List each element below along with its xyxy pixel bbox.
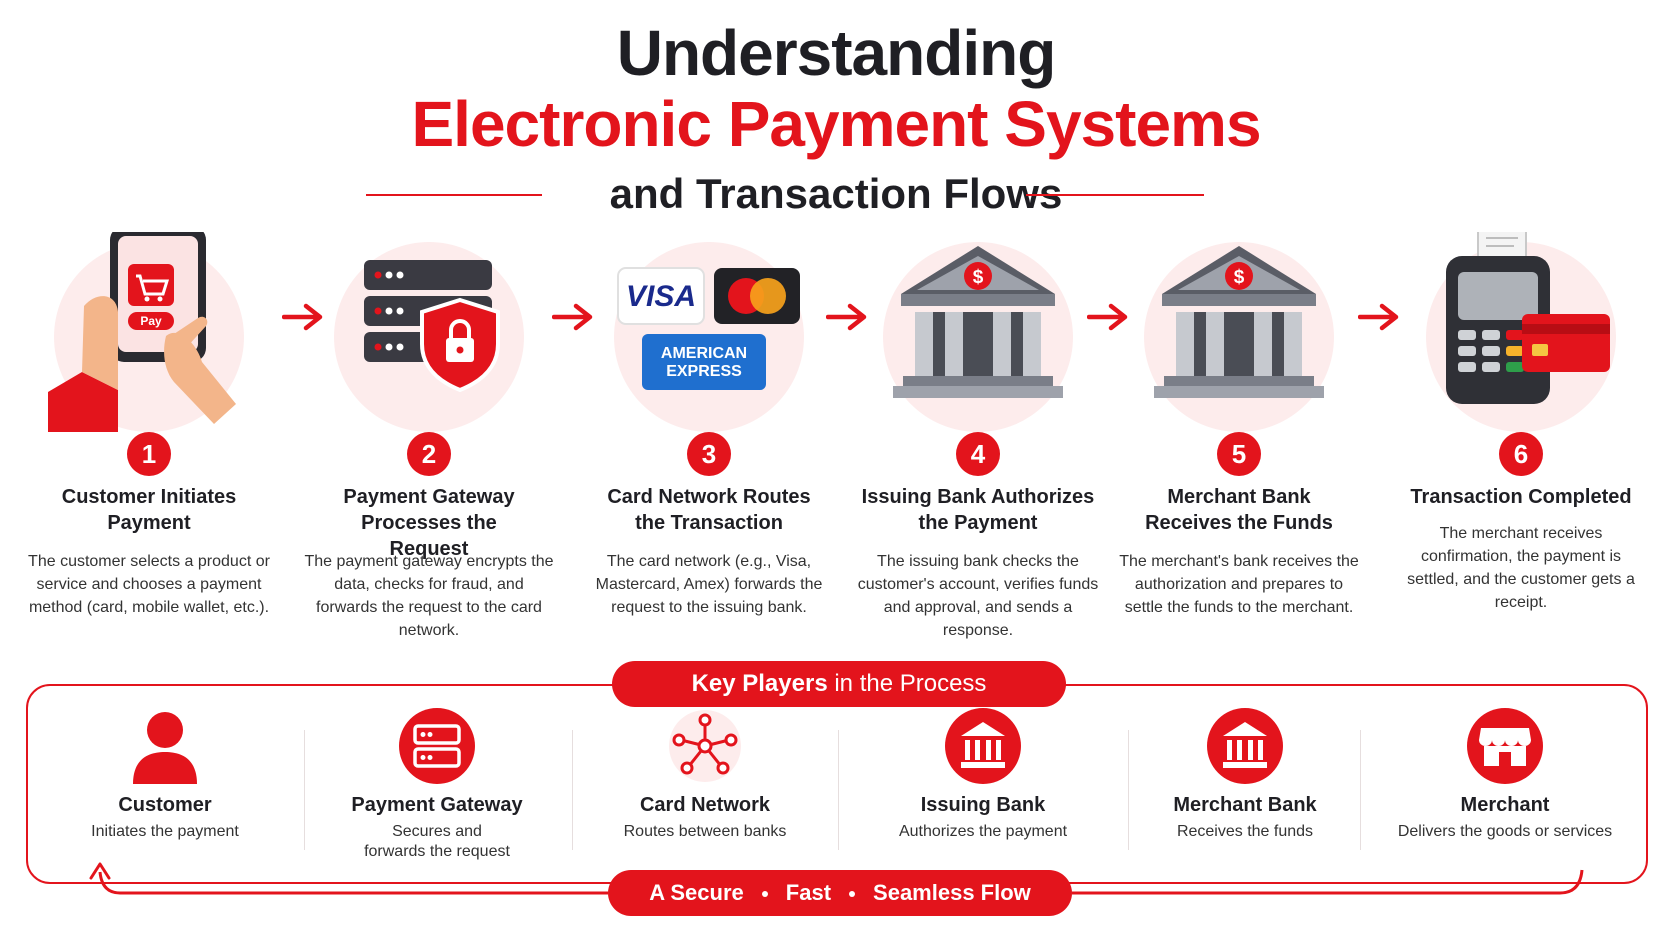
person-icon (133, 712, 197, 784)
player-description: Initiates the payment (91, 823, 239, 840)
server-icon (399, 708, 475, 784)
step-number: 6 (1499, 432, 1543, 476)
divider (1360, 730, 1361, 850)
step-2: 2 Payment Gateway Processes the Request … (298, 232, 560, 652)
step-title: Issuing Bank Authorizes the Payment (861, 486, 1095, 534)
bank-icon (1207, 708, 1283, 784)
title-block: Understanding Electronic Payment Systems (0, 18, 1672, 160)
separator-dot (761, 891, 768, 898)
step-number: 1 (127, 432, 171, 476)
step-title: Payment Gateway Processes the Request (343, 486, 515, 560)
server-shield-icon (364, 260, 500, 393)
step-6: 6 Transaction Completed The merchant rec… (1390, 232, 1652, 652)
player-name: Issuing Bank (920, 794, 1046, 816)
player-description: Routes between banks (623, 823, 787, 840)
key-players-heading-bold: Key Players (691, 670, 828, 697)
flow-item: Seamless Flow (873, 880, 1031, 905)
subtitle-rule-left (366, 194, 542, 196)
step-3: VISA AMERICAN EXPRESS 3 Card Network Rou… (578, 232, 840, 652)
step-5: $ 5 Merchant Bank Receives the Funds The… (1108, 232, 1370, 652)
pay-label: Pay (140, 314, 162, 328)
player-name: Customer (118, 794, 212, 816)
player-payment-gateway: Payment Gateway Secures and forwards the… (312, 706, 562, 866)
arrow-right-icon (282, 303, 323, 331)
step-number: 4 (956, 432, 1000, 476)
bank-icon: $ (893, 246, 1063, 398)
svg-text:$: $ (1234, 267, 1245, 288)
player-merchant-bank: Merchant Bank Receives the funds (1120, 706, 1370, 866)
step-description: The payment gateway encrypts the data, c… (304, 553, 554, 639)
key-players-heading: Key Players in the Process (612, 661, 1066, 707)
visa-logo-text: VISA (626, 280, 696, 313)
player-description: Receives the funds (1176, 823, 1314, 840)
flow-item: Fast (785, 880, 832, 905)
player-customer: Customer Initiates the payment (40, 706, 290, 866)
step-4: $ 4 Issuing Bank Authorizes the Payment … (847, 232, 1109, 652)
step-number: 2 (407, 432, 451, 476)
player-name: Merchant (1460, 794, 1550, 816)
arrow-right-icon (826, 303, 867, 331)
divider (838, 730, 839, 850)
step-title: Customer Initiates Payment (61, 486, 237, 534)
flow-item: A Secure (649, 880, 744, 905)
step-number: 3 (687, 432, 731, 476)
flow-banner: A Secure Fast Seamless Flow (608, 870, 1072, 916)
player-description: Delivers the goods or services (1397, 823, 1613, 840)
player-name: Payment Gateway (351, 794, 523, 816)
bank-icon: $ (1154, 246, 1324, 398)
step-description: The card network (e.g., Visa, Mastercard… (595, 553, 823, 616)
storefront-icon (1467, 708, 1543, 784)
player-name: Card Network (639, 794, 771, 816)
title-line-1: Understanding (616, 17, 1057, 89)
arrow-right-icon (1087, 303, 1128, 331)
subtitle-row: and Transaction Flows (0, 168, 1672, 220)
amex-logo-line-2: EXPRESS (666, 363, 742, 380)
separator-dot (849, 891, 856, 898)
arrow-right-icon (552, 303, 593, 331)
divider (1128, 730, 1129, 850)
title-line-2: Electronic Payment Systems (411, 88, 1261, 160)
bank-icon (945, 708, 1021, 784)
transaction-steps: Pay 1 Customer Initiates Payment The cus… (0, 232, 1672, 652)
arrow-right-icon (1358, 303, 1399, 331)
step-title: Transaction Completed (1410, 486, 1632, 508)
card-logos-icon: VISA AMERICAN EXPRESS (617, 267, 800, 390)
player-card-network: Card Network Routes between banks (580, 706, 830, 866)
step-1: Pay 1 Customer Initiates Payment The cus… (18, 232, 280, 652)
step-description: The merchant's bank receives the authori… (1119, 553, 1359, 616)
step-title: Merchant Bank Receives the Funds (1145, 486, 1333, 534)
pos-terminal-icon (1446, 232, 1610, 404)
step-title: Card Network Routes the Transaction (607, 486, 811, 534)
svg-text:$: $ (973, 267, 984, 288)
title-line-3: and Transaction Flows (609, 170, 1063, 217)
player-name: Merchant Bank (1173, 794, 1317, 816)
divider (572, 730, 573, 850)
player-merchant: Merchant Delivers the goods or services (1380, 706, 1630, 866)
player-description: Secures and forwards the request (364, 823, 510, 860)
step-number: 5 (1217, 432, 1261, 476)
network-icon (669, 710, 741, 782)
divider (304, 730, 305, 850)
player-description: Authorizes the payment (898, 823, 1068, 840)
player-issuing-bank: Issuing Bank Authorizes the payment (858, 706, 1108, 866)
key-players-heading-rest: in the Process (827, 670, 987, 697)
amex-logo-line-1: AMERICAN (661, 345, 747, 362)
step-description: The merchant receives confirmation, the … (1407, 525, 1635, 611)
step-description: The customer selects a product or servic… (28, 553, 270, 616)
smartphone-pay-icon: Pay (48, 232, 236, 432)
step-description: The issuing bank checks the customer's a… (857, 553, 1099, 639)
subtitle-rule-right (1026, 194, 1204, 196)
